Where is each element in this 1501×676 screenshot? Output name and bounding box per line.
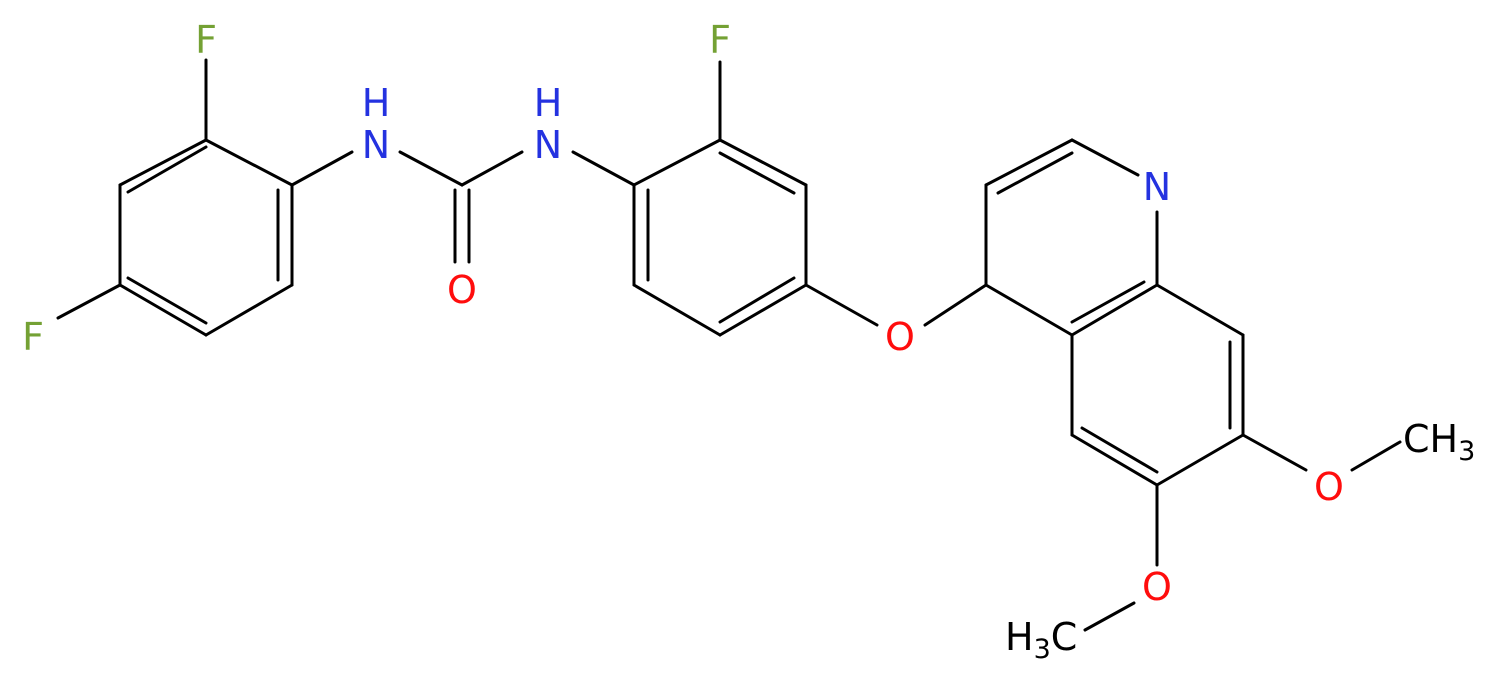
bond-line — [632, 283, 722, 337]
bond-line — [718, 276, 796, 324]
bond-line — [118, 138, 208, 187]
atom-fluorine-middle: F — [709, 18, 731, 62]
atom-methyl-right: CH3 — [1403, 417, 1475, 467]
atom-oxygen-methoxy-bottom: O — [1142, 565, 1172, 609]
bond-line — [632, 138, 722, 187]
bond-line — [923, 283, 988, 327]
atom-h-of-nh-left: H — [362, 81, 391, 125]
bond-line — [1350, 440, 1402, 472]
bond-line — [1083, 601, 1136, 632]
bond-line — [1070, 280, 1146, 324]
atom-methyl-bottom: H3C — [1005, 615, 1077, 665]
atom-fluorine-top-left: F — [195, 18, 217, 62]
atom-nitrogen-quinoline: N — [1143, 165, 1171, 209]
bond-line — [1070, 138, 1140, 177]
bond-line — [118, 283, 208, 337]
bond-line — [290, 150, 354, 187]
bond-line — [56, 283, 122, 320]
bond-line — [984, 138, 1074, 187]
bond-line — [996, 151, 1074, 195]
bond-line — [1155, 433, 1245, 487]
bond-line — [718, 151, 796, 195]
bond-line — [398, 150, 464, 187]
bond-line — [1070, 283, 1159, 337]
atom-oxygen-carbonyl: O — [447, 268, 477, 312]
atom-h-of-nh-right: H — [534, 81, 563, 125]
bond-line — [571, 150, 636, 187]
atom-fluorine-left: F — [22, 315, 44, 359]
bond-line — [126, 145, 208, 194]
bond-line — [1241, 433, 1308, 472]
bond-line — [984, 283, 1074, 337]
bond-line — [1155, 283, 1245, 337]
bonds — [56, 58, 1402, 632]
atom-nitrogen-nh-left: N — [362, 123, 390, 167]
bond-line — [1070, 433, 1159, 487]
bond-line — [1080, 426, 1159, 474]
atom-oxygen-ether: O — [885, 315, 915, 359]
bond-line — [460, 150, 524, 187]
atom-nitrogen-nh-right: N — [534, 123, 562, 167]
bond-line — [126, 276, 208, 325]
bond-line — [718, 283, 808, 337]
bond-line — [204, 283, 294, 337]
bond-line — [718, 138, 808, 187]
bond-line — [804, 283, 879, 327]
atom-oxygen-methoxy-right: O — [1314, 465, 1344, 509]
bond-line — [204, 138, 294, 187]
